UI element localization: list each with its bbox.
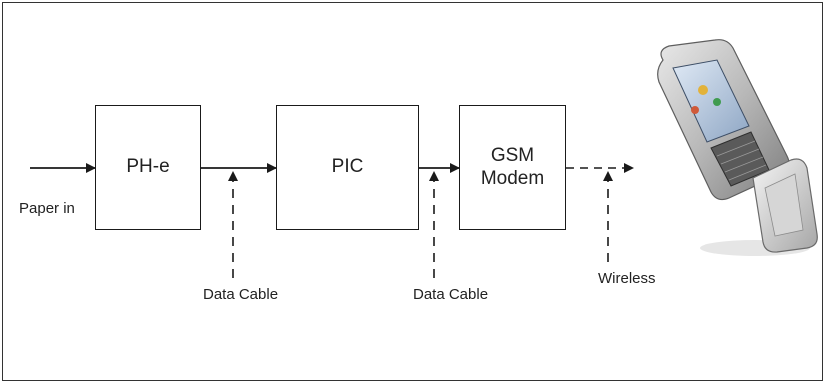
mobile-phone-icon [657, 39, 818, 256]
node-gsm-modem: GSM Modem [459, 105, 566, 230]
node-gsm-label-line2: Modem [480, 167, 545, 189]
label-data-cable-2: Data Cable [413, 286, 489, 303]
label-paper-in: Paper in [19, 200, 75, 217]
node-ph-e-label: PH-e [126, 156, 170, 178]
label-wireless: Wireless [598, 270, 656, 287]
node-gsm-label-line1: GSM [490, 144, 535, 166]
node-pic-label: PIC [331, 156, 364, 178]
node-pic: PIC [276, 105, 419, 230]
node-ph-e: PH-e [95, 105, 201, 230]
label-data-cable-1: Data Cable [203, 286, 279, 303]
